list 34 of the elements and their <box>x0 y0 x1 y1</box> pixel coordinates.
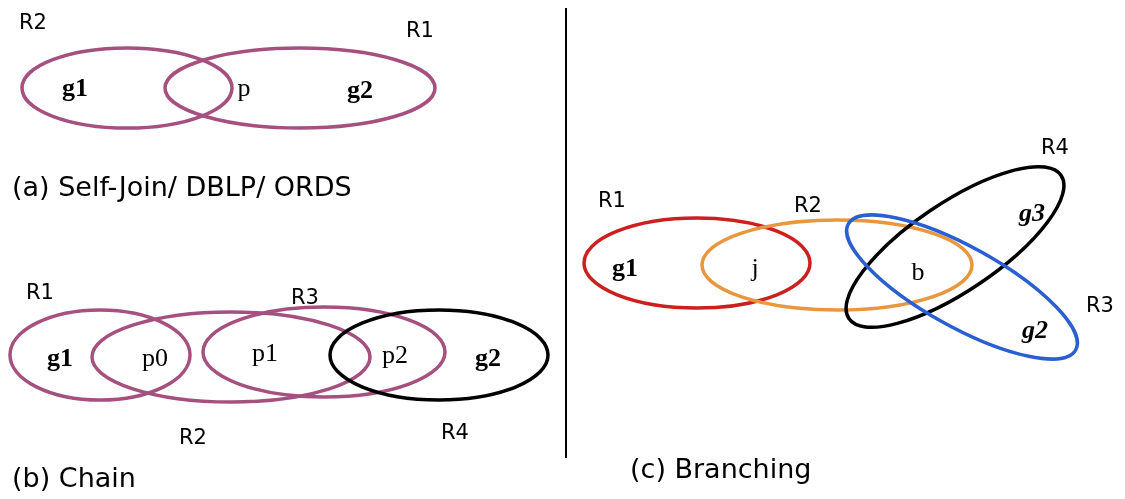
relation-label: R1 <box>26 281 54 303</box>
panel-caption: (b) Chain <box>12 463 136 491</box>
vertex-label: g3 <box>1019 200 1045 226</box>
vertex-label: p1 <box>252 340 278 366</box>
vertex-label: g2 <box>475 345 501 371</box>
hyperedge-ellipse <box>8 308 192 402</box>
relation-label: R3 <box>291 286 319 308</box>
vertex-label: g2 <box>347 77 373 103</box>
panel-caption: (c) Branching <box>630 454 812 482</box>
hyperedge-ellipse <box>163 46 437 130</box>
panel-caption: (a) Self-Join/ DBLP/ ORDS <box>12 172 352 200</box>
hyperedge-ellipse <box>201 305 447 399</box>
relation-label: R3 <box>1086 294 1114 316</box>
relation-label: R1 <box>406 19 434 41</box>
vertex-label: g1 <box>612 255 638 281</box>
hyperedge-ellipse <box>582 216 812 310</box>
relation-label: R2 <box>179 426 207 448</box>
vertex-label: p2 <box>382 342 408 368</box>
hyperedge-ellipse <box>20 46 234 130</box>
relation-label: R2 <box>794 194 822 216</box>
vertex-label: j <box>751 255 759 281</box>
vertex-label: p0 <box>142 345 168 371</box>
vertex-label: b <box>911 259 925 285</box>
vertex-label: p <box>237 75 251 101</box>
vertex-label: g2 <box>1022 317 1048 343</box>
relation-label: R4 <box>441 421 469 443</box>
relation-label: R4 <box>1041 136 1069 158</box>
vertex-label: g1 <box>62 75 88 101</box>
relation-label: R1 <box>598 189 626 211</box>
hyperedge-ellipse <box>700 218 974 312</box>
hyperedge-ellipse <box>90 310 372 404</box>
relation-label: R2 <box>19 11 47 33</box>
vertex-label: g1 <box>47 345 73 371</box>
hyperedge-ellipse <box>328 308 550 402</box>
